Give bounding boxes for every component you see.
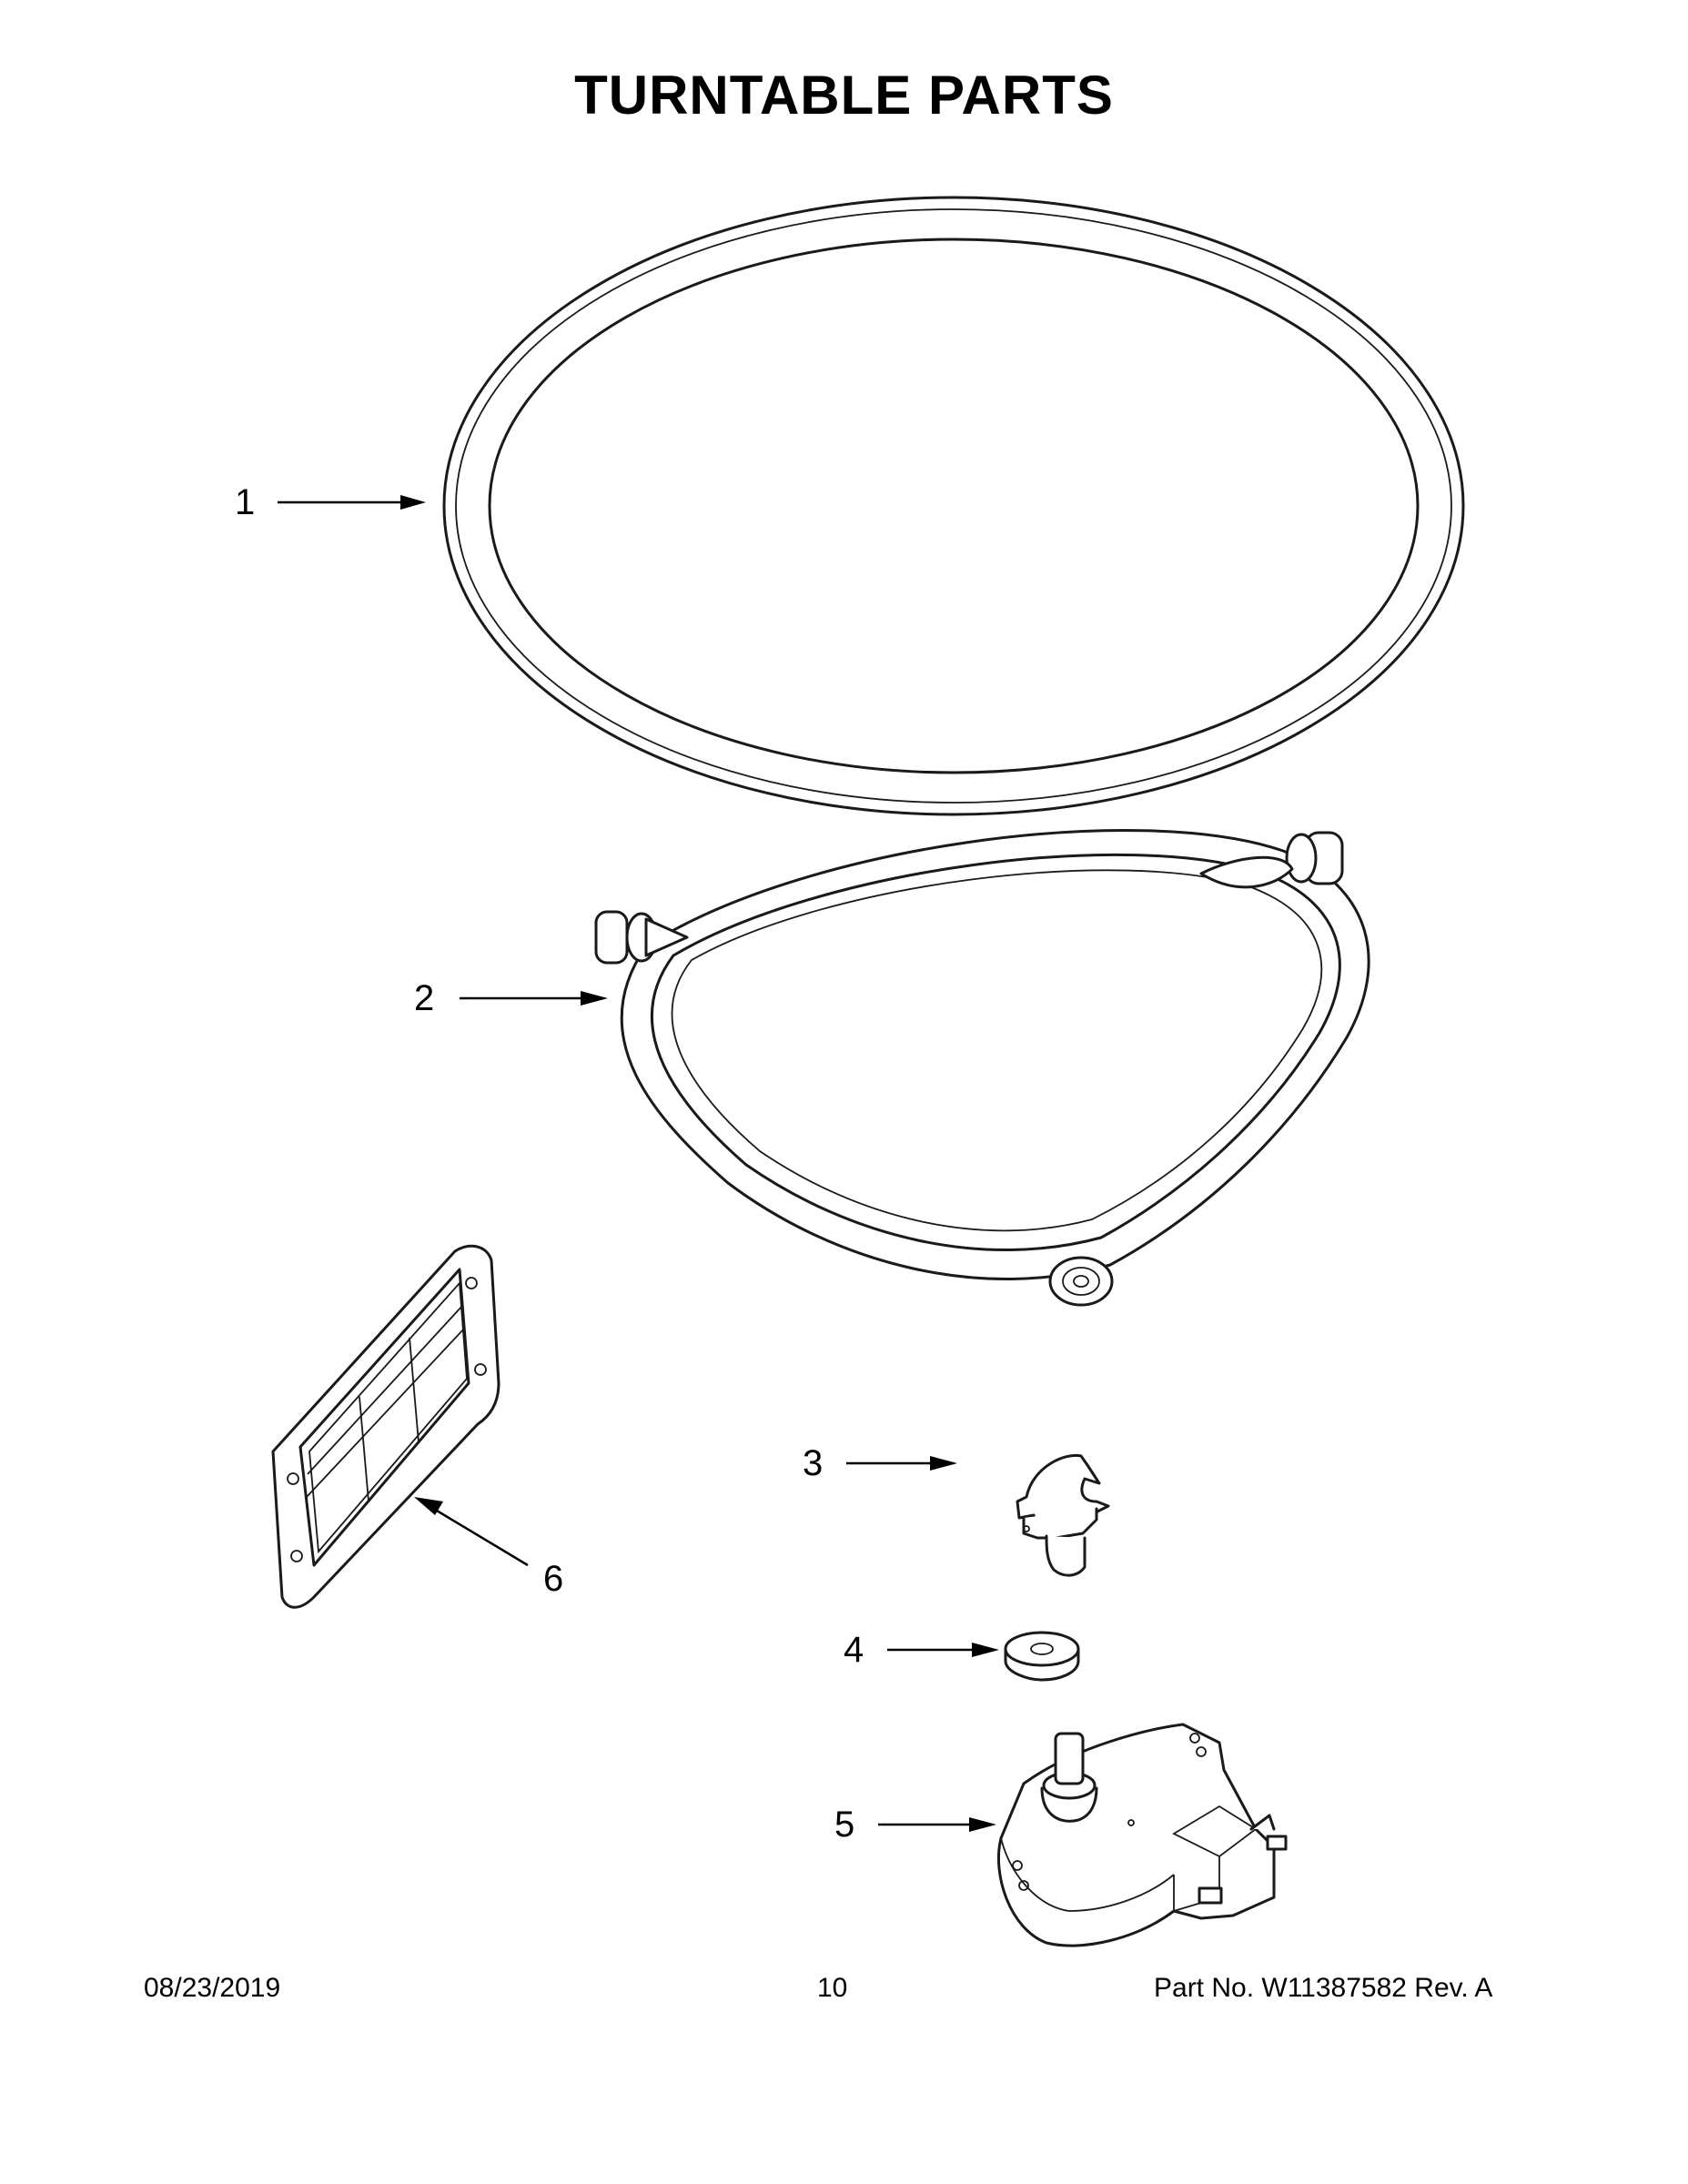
callout-2: 2 — [414, 978, 435, 1018]
callout-5: 5 — [834, 1805, 855, 1845]
leader-4 — [887, 1643, 999, 1657]
callout-1: 1 — [235, 482, 256, 522]
leader-1 — [278, 495, 426, 510]
callout-6: 6 — [543, 1559, 564, 1599]
footer-date: 08/23/2019 — [144, 1973, 281, 2003]
callout-3: 3 — [803, 1443, 824, 1483]
footer-part-number: Part No. W11387582 Rev. A — [1154, 1973, 1493, 2003]
leader-6 — [414, 1497, 529, 1567]
callout-4: 4 — [844, 1630, 864, 1670]
footer-page-number: 10 — [817, 1973, 848, 2003]
part-5-motor — [996, 1723, 1288, 1947]
part-2-support-ring — [594, 829, 1370, 1307]
part-6-filter — [271, 1244, 500, 1609]
part-4-washer — [1004, 1631, 1080, 1682]
leader-3 — [846, 1456, 957, 1471]
part-1-glass-tray — [442, 196, 1465, 816]
part-3-coupler — [1016, 1453, 1110, 1577]
leader-2 — [460, 991, 608, 1006]
page-title: TURNTABLE PARTS — [574, 65, 1114, 126]
leader-5 — [878, 1817, 996, 1832]
